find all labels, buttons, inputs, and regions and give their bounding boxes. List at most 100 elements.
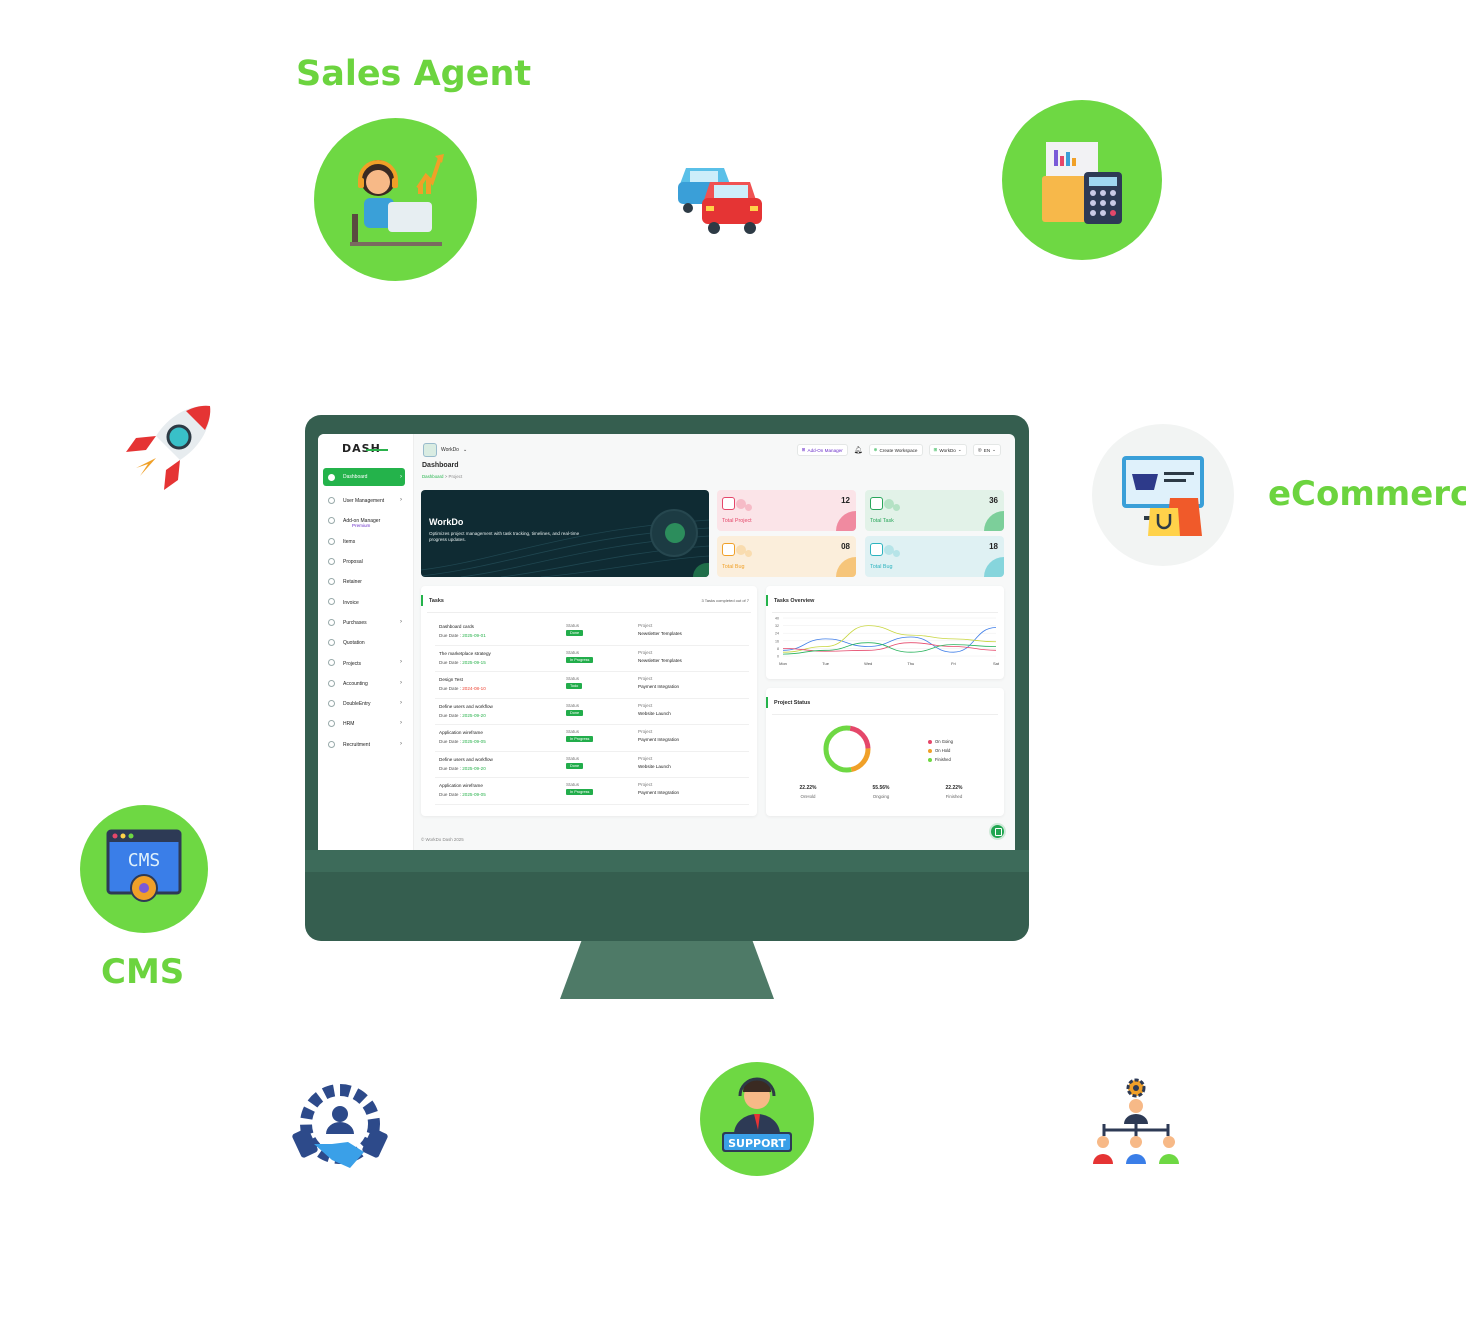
support-text: SUPPORT <box>728 1137 786 1150</box>
due-label: Due Date : <box>439 633 461 638</box>
status-badge: In Progress <box>566 789 594 795</box>
sidebar-item-label: Recruitment <box>343 741 370 748</box>
y-tick-label: 32 <box>775 624 779 628</box>
x-tick-label: Sat <box>993 661 1000 666</box>
sidebar-item-invoice[interactable]: Invoice <box>323 592 405 612</box>
breadcrumb-separator: > <box>444 474 448 479</box>
task-due-date: Due Date : 2025-09-01 <box>439 633 486 638</box>
workspace-switcher[interactable]: WorkDo ⌄ <box>423 443 467 457</box>
nav-icon <box>328 639 335 647</box>
cms-label: CMS <box>101 952 185 992</box>
language-select[interactable]: ◎EN⌄ <box>972 444 1001 456</box>
legend-item: On Hold <box>928 746 953 755</box>
project-label: Project <box>638 702 653 708</box>
stat-icon <box>722 497 735 510</box>
series-line-2 <box>782 642 997 652</box>
tasks-title: Tasks <box>421 595 444 606</box>
y-tick-label: 8 <box>777 647 779 651</box>
workspace-icon <box>423 443 437 457</box>
task-name: The marketplace strategy <box>439 650 491 656</box>
status-stat: 22.22%Finished <box>929 785 979 799</box>
chevron-right-icon: › <box>400 740 402 747</box>
sidebar-item-purchases[interactable]: Purchases› <box>323 613 405 633</box>
sidebar-item-dashboard[interactable]: Dashboard› <box>323 468 405 486</box>
x-tick-label: Fri <box>951 661 956 666</box>
sidebar-item-hrm[interactable]: HRM› <box>323 714 405 734</box>
task-due-date: Due Date : 2025-09-20 <box>439 766 486 771</box>
sidebar-item-user-management[interactable]: User Management› <box>323 491 405 511</box>
sidebar-item-label: Accounting <box>343 680 368 687</box>
chevron-down-icon: ⌄ <box>957 447 962 452</box>
sidebar: DASH Dashboard›User Management›Add-on Ma… <box>318 434 414 850</box>
monitor-chin <box>305 850 1029 872</box>
y-tick-label: 16 <box>775 639 779 643</box>
cart-fab-button[interactable] <box>989 823 1006 840</box>
sidebar-item-label: Dashboard <box>343 474 368 480</box>
nav-icon <box>328 578 335 586</box>
nav-icon <box>328 618 335 626</box>
sidebar-item-items[interactable]: Items <box>323 532 405 552</box>
sales-agent-icon <box>314 118 477 281</box>
chevron-right-icon: › <box>400 618 402 625</box>
sidebar-item-projects[interactable]: Projects› <box>323 653 405 673</box>
project-status-donut <box>823 725 871 773</box>
y-tick-label: 40 <box>775 617 779 621</box>
create-workspace-button[interactable]: ⊕Create Workspace <box>868 444 923 456</box>
legend-label: On Hold <box>935 748 951 754</box>
project-name: Website Launch <box>638 763 671 769</box>
x-tick-label: Mon <box>779 661 787 666</box>
legend-item: On Going <box>928 737 953 746</box>
task-name: Application wireframe <box>439 783 483 788</box>
ecommerce-shop-icon <box>1092 424 1234 566</box>
task-name: Design Test <box>439 677 463 682</box>
stat-value: 18 <box>989 542 998 551</box>
status-badge: In Progress <box>566 736 594 742</box>
due-value: 2025-09-05 <box>462 739 486 744</box>
status-badge: Done <box>566 630 584 636</box>
task-name: Dashboard cards <box>439 624 474 629</box>
sidebar-item-accounting[interactable]: Accounting› <box>323 674 405 694</box>
sidebar-item-label: Projects <box>343 660 362 667</box>
sidebar-item-proposal[interactable]: Proposal <box>323 552 405 572</box>
due-label: Due Date : <box>439 659 461 665</box>
task-due-date: Due Date : 2024-08-10 <box>439 686 486 691</box>
sidebar-item-label: Invoice <box>343 599 359 606</box>
monitor-stand <box>560 941 774 999</box>
status-badge: Done <box>566 762 584 769</box>
sidebar-item-label: DoubleEntry <box>343 701 371 708</box>
addon-manager-button[interactable]: ⊞Add-On Manager <box>796 444 848 456</box>
breadcrumb-dashboard[interactable]: Dashboard <box>422 474 444 479</box>
sidebar-nav: Dashboard›User Management›Add-on Manager… <box>323 468 405 755</box>
sidebar-item-recruitment[interactable]: Recruitment › <box>323 735 405 755</box>
nav-icon <box>328 497 335 504</box>
stat-label: Total Bug <box>722 564 745 570</box>
sidebar-item-doubleentry[interactable]: DoubleEntry› <box>323 694 405 714</box>
status-label: Status <box>566 729 580 734</box>
sidebar-item-quotation[interactable]: Quotation <box>323 633 405 653</box>
sidebar-item-retainer[interactable]: Retainer <box>323 572 405 592</box>
legend-label: Finished <box>935 757 951 763</box>
breadcrumb: Dashboard > Project <box>422 474 462 479</box>
notification-bell-icon[interactable]: 🔔︎ <box>853 447 863 454</box>
topbar-actions: ⊞Add-On Manager 🔔︎ ⊕Create Workspace ⊞Wo… <box>796 444 1001 456</box>
stat-icon <box>870 543 883 556</box>
banner-title: WorkDo <box>429 517 464 527</box>
workspace-menu-label: WorkDo <box>939 447 956 453</box>
project-label: Project <box>638 782 653 787</box>
x-tick-label: Tue <box>822 661 830 666</box>
workspace-menu-button[interactable]: ⊞WorkDo⌄ <box>928 444 967 456</box>
due-value: 2025-09-05 <box>462 792 486 797</box>
